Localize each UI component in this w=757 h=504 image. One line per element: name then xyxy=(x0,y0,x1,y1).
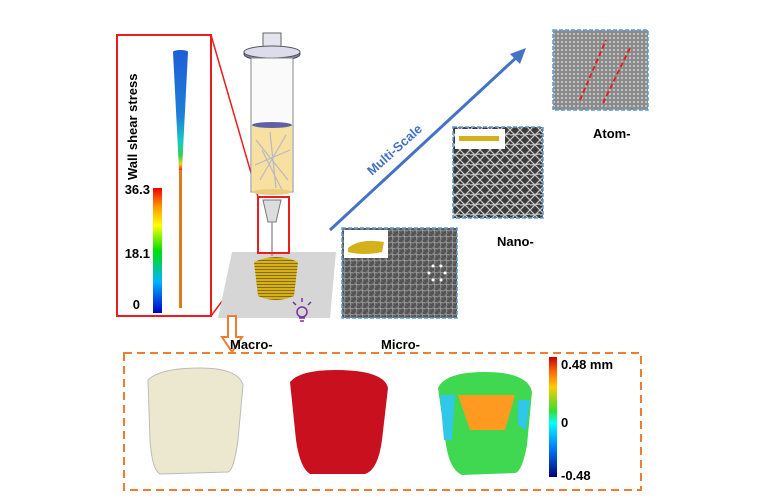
scanned-crown-model xyxy=(290,370,388,474)
printed-tooth xyxy=(254,257,298,300)
comparison-frame xyxy=(123,352,642,491)
printed-crown-photo xyxy=(147,367,244,475)
deviation-min-label: -0.48 xyxy=(561,468,591,483)
deviation-max-label: 0.48 mm xyxy=(561,357,613,372)
nano-image xyxy=(452,126,544,219)
shear-min-label: 0 xyxy=(133,297,140,312)
deviation-colorbar xyxy=(549,357,557,477)
shear-mid-label: 18.1 xyxy=(125,246,150,261)
shear-colorbar xyxy=(153,188,162,313)
lightbulb-icon xyxy=(292,298,312,322)
inset-frame xyxy=(116,34,212,317)
shear-max-label: 36.3 xyxy=(125,182,150,197)
arrow-head-icon xyxy=(510,48,526,64)
down-arrow-icon xyxy=(220,315,244,354)
multi-scale-arrow xyxy=(328,54,520,232)
nozzle-tip xyxy=(179,170,182,308)
micro-label: Micro- xyxy=(381,337,420,352)
nano-label: Nano- xyxy=(497,234,534,249)
micro-image xyxy=(341,227,458,319)
zoom-line-top xyxy=(210,34,259,198)
shear-stress-inset: Wall shear stress 36.3 18.1 0 xyxy=(116,34,212,317)
nozzle-cone xyxy=(173,52,188,170)
deviation-map xyxy=(438,372,532,475)
atom-image xyxy=(552,29,649,111)
atom-label: Atom- xyxy=(593,126,631,141)
shear-title: Wall shear stress xyxy=(125,74,140,180)
macro-label: Macro- xyxy=(230,337,273,352)
syringe xyxy=(243,32,301,256)
deviation-mid-label: 0 xyxy=(561,415,568,430)
needle-highlight xyxy=(257,196,290,254)
